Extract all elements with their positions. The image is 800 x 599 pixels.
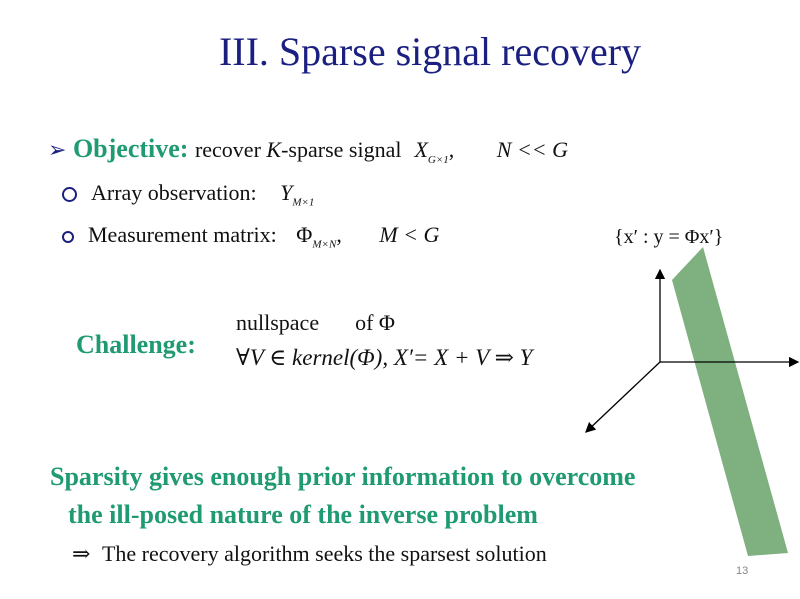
solution-plane	[672, 247, 788, 556]
bullet-array-observation: Array observation: YM×1	[62, 180, 314, 208]
slide-title: III. Sparse signal recovery	[218, 29, 642, 74]
arrow-bullet-icon: ➢	[48, 137, 67, 162]
axis-y	[585, 361, 661, 433]
challenge-label: Challenge:	[76, 330, 196, 359]
objective-line: ➢ Objective: recover K-sparse signal XG×…	[48, 134, 569, 167]
circle-bullet-icon	[62, 187, 77, 203]
objective-label: Objective:	[72, 134, 189, 163]
conclusion-line3: ⇒ The recovery algorithm seeks the spars…	[72, 541, 547, 566]
circle-bullet-icon	[62, 230, 74, 243]
challenge-line2: ∀V ∈ kernel(Φ), X′= X + V ⇒ Y	[236, 345, 533, 370]
conclusion-line1: Sparsity gives enough prior information …	[50, 462, 636, 491]
solution-set-label: {x′ : y = Φx′}	[614, 226, 724, 248]
implies-arrow-icon: ⇒	[72, 541, 91, 566]
conclusion-line2: the ill-posed nature of the inverse prob…	[68, 500, 538, 529]
page-number: 13	[736, 565, 749, 577]
bullet-measurement-matrix: Measurement matrix: ΦM×N, M < G	[62, 222, 439, 250]
